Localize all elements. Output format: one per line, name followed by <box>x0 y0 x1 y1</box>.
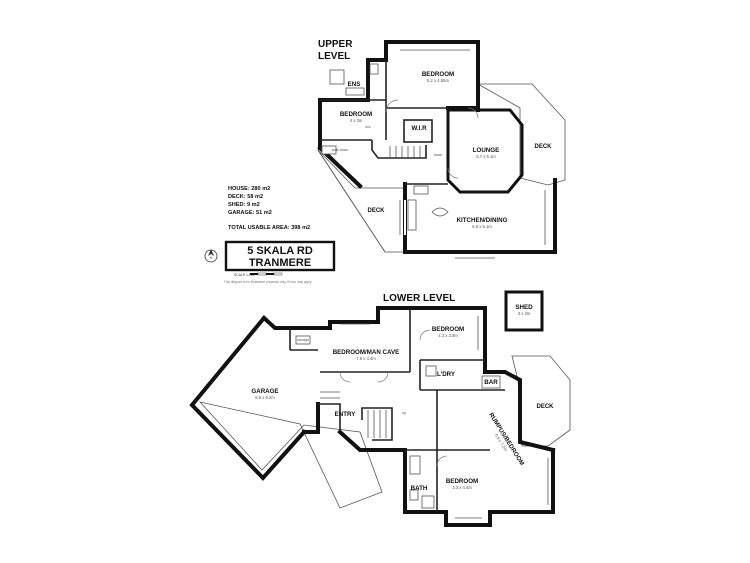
lower-garage-apron <box>198 401 383 509</box>
lower-entry-label: ENTRY <box>335 411 357 418</box>
upper-kitchen-island <box>431 207 449 217</box>
upper-level-title-line1: UPPER <box>318 39 353 50</box>
lower-wall-garage <box>189 315 307 481</box>
lower-bar-counter <box>481 375 501 389</box>
upper-bedroom1-label: BEDROOM <box>422 71 454 78</box>
upper-stairs <box>389 146 421 158</box>
lower-level-plan: LOWER LEVEL SHED 3 x 3m DECK <box>189 290 571 527</box>
area-house: HOUSE: 280 m2 <box>228 186 270 192</box>
lower-up-label: up <box>402 411 406 415</box>
lower-shed-walls <box>504 290 544 332</box>
upper-lounge-walls <box>446 108 524 194</box>
upper-ens-label: ENS <box>348 81 361 88</box>
upper-lounge-label: LOUNGE <box>473 147 499 154</box>
upper-stair-wall <box>371 140 427 159</box>
lower-bedroom-bottom-dim: 3.3 x 4.4m <box>452 485 472 490</box>
lower-laundry-tub <box>425 365 437 377</box>
upper-lounge-dim: 5.7 x 5.1m <box>476 154 496 159</box>
lower-stairs <box>320 391 387 438</box>
lower-bath-shower <box>421 495 435 509</box>
lower-entry-wall <box>318 403 341 432</box>
compass-icon: N <box>204 249 218 263</box>
upper-door-2 <box>467 107 479 119</box>
upper-bedroom2-label: BEDROOM <box>340 111 372 118</box>
lower-laundry-label: L'DRY <box>437 371 456 378</box>
upper-ensuite-toilet <box>369 63 379 75</box>
upper-wir-walls <box>403 119 433 143</box>
lower-wall-garage-entry <box>302 402 320 434</box>
lower-bath-toilet <box>409 489 419 501</box>
address-line2: TRANMERE <box>249 257 311 269</box>
area-summary: HOUSE: 280 m2 DECK: 58 m2 SHED: 9 m2 GAR… <box>228 186 310 231</box>
lower-garage-dim: 8.6 x 6.2m <box>255 395 275 400</box>
scale-bar: SCALE 1:100 This diagram is for illustra… <box>224 272 312 284</box>
lower-wall-north-east <box>408 306 487 362</box>
lower-garage-label: GARAGE <box>251 388 278 395</box>
upper-deck-left-label: DECK <box>367 208 385 214</box>
scale-label: SCALE 1:100 <box>234 273 255 277</box>
address-box: 5 SKALA RD TRANMERE <box>224 240 336 272</box>
upper-wir-label: W.I.R <box>411 125 427 132</box>
lower-wall-east <box>483 358 556 453</box>
lower-door-3 <box>436 455 448 467</box>
lower-door-2 <box>377 371 389 383</box>
upper-door-3 <box>447 167 459 179</box>
upper-wc-label: w/c <box>365 125 371 129</box>
upper-bedroom1-dim: 5.2 x 4.55m <box>427 78 449 83</box>
upper-bedroom2-dim: 4 x 3m <box>350 118 363 123</box>
upper-deck-right-label: DECK <box>534 144 552 150</box>
upper-ensuite-vanity <box>345 87 365 96</box>
lower-bedroom-top-dim: 4.3 x 3.5m <box>438 333 458 338</box>
lower-bath-label: BATH <box>411 485 428 492</box>
svg-text:N: N <box>210 256 213 260</box>
lower-door-4 <box>419 329 431 341</box>
upper-level-title-line2: LEVEL <box>318 51 350 62</box>
lower-mancave-label: BEDROOM/MAN CAVE <box>333 349 400 356</box>
lower-storage-label: storage <box>297 338 309 342</box>
lower-deck-label: DECK <box>536 404 554 410</box>
lower-stair-wall <box>361 407 393 441</box>
upper-deck-left-outline <box>317 149 406 253</box>
lower-level-title: LOWER LEVEL <box>383 293 455 304</box>
lower-wall-south <box>444 448 555 527</box>
upper-down-label: down <box>434 153 443 157</box>
upper-wc-basin <box>321 145 337 155</box>
area-deck: DECK: 58 m2 <box>228 194 263 200</box>
upper-kitchen-label: KITCHEN/DINING <box>457 217 508 224</box>
lower-mancave-dim: 7.6 x 4.4m <box>356 356 376 361</box>
lower-shed-label: SHED <box>515 304 533 311</box>
lower-bar-label: BAR <box>484 379 498 386</box>
address-line1: 5 SKALA RD <box>247 245 313 257</box>
lower-bedroom-top-label: BEDROOM <box>432 326 464 333</box>
disclaimer: This diagram is for illustrative purpose… <box>224 280 312 284</box>
lower-bedroom-bottom-label: BEDROOM <box>446 478 478 485</box>
area-total: TOTAL USABLE AREA: 398 m2 <box>228 225 310 231</box>
lower-bath-vanity <box>409 455 421 475</box>
area-garage: GARAGE: 51 m2 <box>228 210 272 216</box>
lower-shed-dim: 3 x 3m <box>518 311 531 316</box>
upper-kitchen-dim: 6.6 x 5.1m <box>472 224 492 229</box>
upper-walk-down-label: walk down <box>332 148 349 152</box>
upper-kitchen-cooktop <box>413 185 429 195</box>
upper-kitchen-bench <box>407 199 417 231</box>
upper-deck-left-edge <box>317 149 386 253</box>
lower-storage-shelf <box>295 335 311 345</box>
area-shed: SHED: 9 m2 <box>228 202 260 208</box>
address-frame <box>224 240 336 272</box>
upper-ensuite-shower <box>329 69 345 85</box>
upper-wall-north <box>384 40 480 112</box>
upper-wall-west-top <box>318 40 388 150</box>
lower-door-1 <box>339 371 351 383</box>
upper-door-1 <box>385 99 399 113</box>
upper-level-plan: UPPER LEVEL <box>317 39 566 259</box>
lower-wall-north-west <box>261 306 412 330</box>
